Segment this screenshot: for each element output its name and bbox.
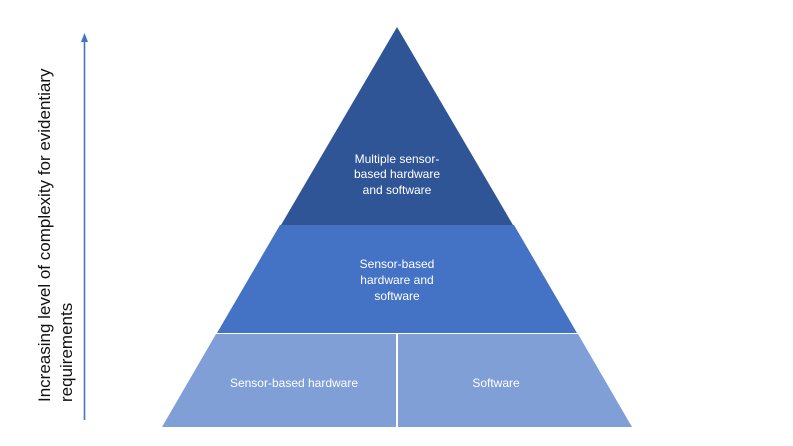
- tier-bottom-left-label: Sensor-based hardware: [230, 376, 358, 390]
- tier-middle-label-line-3: software: [374, 289, 420, 303]
- tier-bottom-left-shape: [162, 334, 396, 427]
- tier-top-shape: [281, 27, 513, 225]
- complexity-axis: [81, 33, 88, 420]
- tier-bottom-right-label: Software: [472, 376, 520, 390]
- tier-middle-label-line-2: hardware and: [360, 273, 433, 287]
- axis-arrowhead-icon: [81, 33, 88, 42]
- tier-top-label-line-1: Multiple sensor-: [355, 152, 440, 166]
- tier-middle-label-line-1: Sensor-based: [360, 257, 435, 271]
- tier-top-label-line-2: based hardware: [354, 167, 440, 181]
- tier-bottom-right-shape: [398, 334, 632, 427]
- axis-label: Increasing level of complexity for evide…: [35, 68, 76, 402]
- axis-label-line-2: requirements: [57, 303, 76, 402]
- axis-label-line-1: Increasing level of complexity for evide…: [35, 68, 54, 402]
- tier-top-label-line-3: and software: [363, 183, 432, 197]
- tier-middle-shape: [217, 225, 577, 333]
